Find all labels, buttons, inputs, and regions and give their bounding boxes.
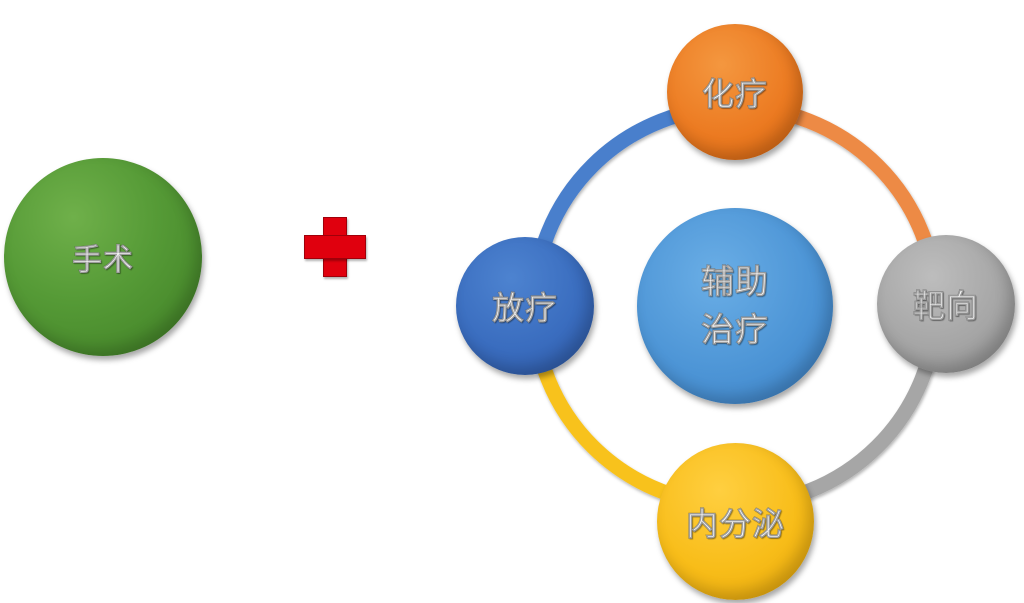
- radiotherapy-label: 放疗: [491, 289, 558, 328]
- endocrine-therapy-label: 内分泌: [685, 504, 785, 543]
- radiotherapy-node: 放疗: [456, 237, 594, 375]
- targeted-therapy-node: 靶向: [877, 235, 1015, 373]
- center-node: 辅助 治疗: [637, 208, 833, 404]
- surgery-label: 手术: [72, 243, 134, 279]
- endocrine-therapy-node: 内分泌: [657, 443, 814, 600]
- chemotherapy-label: 化疗: [701, 75, 768, 114]
- center-label-line2: 治疗: [701, 310, 769, 350]
- surgery-node: 手术: [4, 158, 202, 356]
- plus-horizontal-bar: [304, 235, 366, 259]
- chemotherapy-node: 化疗: [667, 24, 803, 160]
- targeted-therapy-label: 靶向: [912, 287, 979, 326]
- plus-icon: [304, 217, 366, 277]
- center-label-line1: 辅助: [701, 262, 769, 302]
